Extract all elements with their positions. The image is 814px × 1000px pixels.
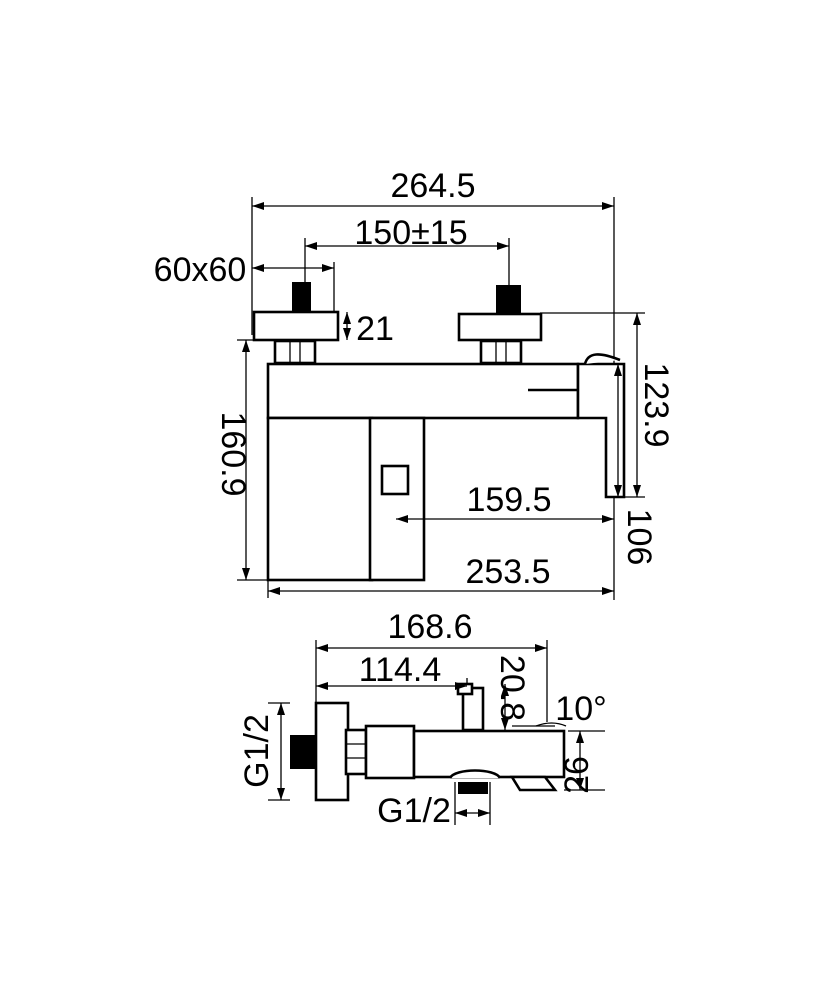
body-side	[364, 724, 416, 780]
left-flange	[252, 310, 340, 342]
axis-to-handle-label: 114.4	[359, 651, 442, 689]
flange-depth-label: 21	[356, 310, 394, 348]
total-height-label: 160.9	[214, 411, 252, 496]
right-inlet-thread	[496, 285, 521, 315]
mixer-body	[266, 362, 580, 420]
outlet-offset-label: 159.5	[466, 481, 551, 519]
handle-offset-label: 20.8	[493, 655, 531, 721]
body-width-label: 253.5	[465, 553, 550, 591]
left-inlet-thread	[292, 282, 311, 312]
spout-outlet-height-label: 106	[620, 509, 658, 566]
overall-width-label: 264.5	[390, 167, 475, 205]
eccentric-nut	[344, 728, 368, 776]
outlet-thread-label: G1/2	[377, 792, 451, 830]
spout	[576, 362, 626, 499]
spout-outlet	[509, 775, 558, 792]
left-nut	[273, 339, 317, 365]
angle-arc	[535, 722, 567, 727]
lower-body	[266, 416, 374, 582]
outlet-thread	[458, 782, 488, 794]
spout-height-label: 123.9	[637, 362, 675, 447]
projection-label: 168.6	[387, 608, 472, 646]
center-distance-label: 150±15	[354, 214, 467, 252]
diverter-housing	[368, 416, 426, 582]
spout-angle-label: 10°	[555, 690, 606, 728]
diverter-button	[380, 464, 410, 496]
right-flange	[457, 312, 543, 342]
flange-size-label: 60x60	[154, 251, 247, 289]
spout-side	[412, 729, 566, 779]
spout-thickness-label: 26	[558, 756, 596, 794]
right-nut	[479, 339, 523, 365]
inlet-thread	[290, 735, 316, 769]
front-view: 264.5 150±15 60x60 21 160.9 123.9 106 15…	[154, 167, 675, 600]
side-view: 168.6 114.4 20.8 10° 26 G1/2 G1/2	[238, 608, 607, 830]
wall-flange	[314, 701, 350, 802]
inlet-thread-label: G1/2	[238, 714, 276, 788]
